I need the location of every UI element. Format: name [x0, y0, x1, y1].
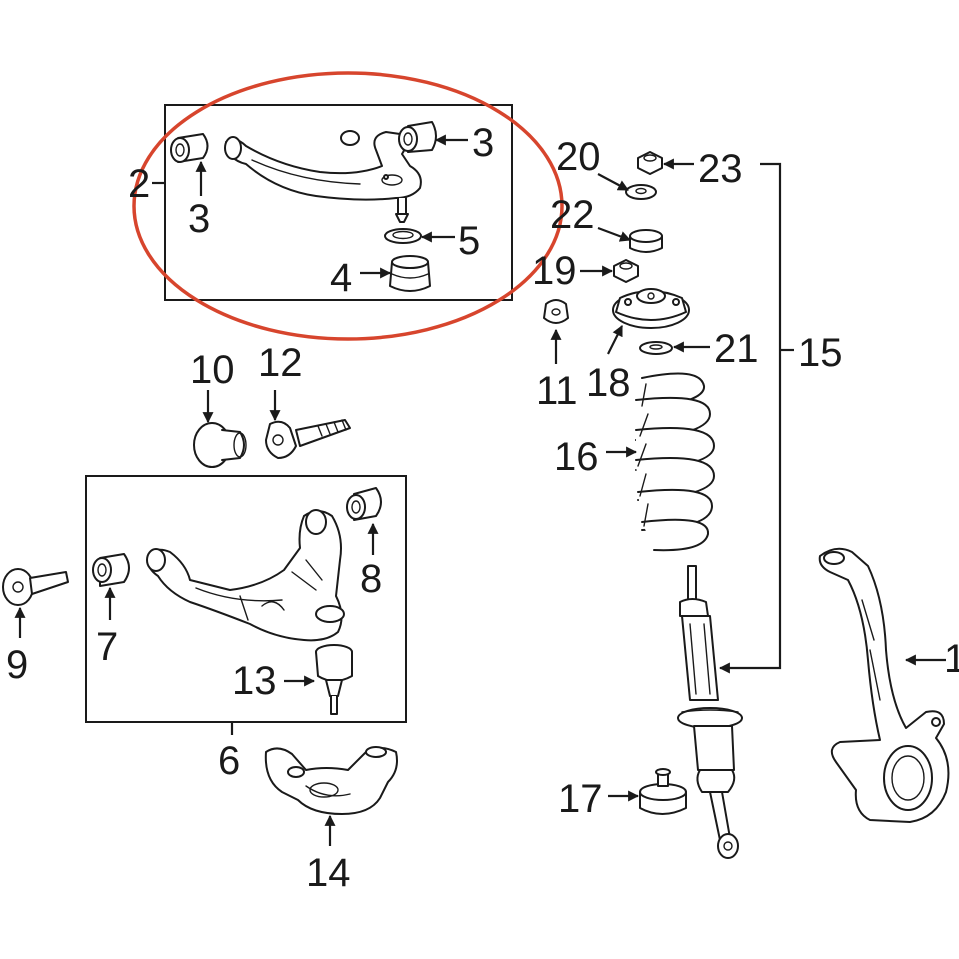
lower-arm-bushing-front[interactable]	[92, 553, 130, 587]
callout-18: 18	[586, 361, 631, 405]
callout-16: 16	[554, 435, 599, 479]
coil-spring[interactable]	[635, 372, 715, 552]
callout-8: 8	[360, 557, 382, 601]
upper-arm-bushing-left[interactable]	[170, 133, 209, 163]
cam-plate[interactable]	[193, 422, 247, 468]
callout-6: 6	[218, 739, 240, 783]
lower-arm-group-box	[85, 475, 407, 723]
lower-control-arm[interactable]	[146, 509, 345, 642]
lower-arm-bushing-rear[interactable]	[346, 487, 382, 521]
callout-13: 13	[232, 659, 277, 703]
strut-spacer-washer[interactable]	[639, 341, 673, 355]
callout-20: 20	[556, 135, 601, 179]
strut-upper-bushing[interactable]	[629, 229, 663, 253]
callout-3-left: 3	[188, 197, 210, 241]
callout-10: 10	[190, 348, 235, 392]
arrow-18	[607, 325, 623, 355]
lower-arm-bolt[interactable]	[2, 568, 69, 606]
callout-17: 17	[558, 777, 603, 821]
callout-14: 14	[306, 851, 351, 895]
callout-1: 1	[944, 637, 959, 681]
arrow-22	[597, 226, 632, 242]
upper-arm-group-box	[164, 104, 513, 301]
strut-assembly-bracket	[722, 162, 782, 670]
upper-control-arm[interactable]	[224, 130, 422, 223]
lower-ball-joint[interactable]	[315, 644, 353, 715]
callout-22: 22	[550, 193, 595, 237]
callout-12: 12	[258, 341, 303, 385]
highlight-circle	[132, 71, 564, 341]
crossmember-bracket[interactable]	[264, 746, 398, 815]
callout-23: 23	[698, 147, 743, 191]
callout-15: 15	[798, 331, 843, 375]
steering-knuckle[interactable]	[818, 547, 950, 823]
callout-11: 11	[536, 369, 578, 413]
strut-upper-mount[interactable]	[612, 288, 690, 329]
cam-bolt[interactable]	[265, 419, 351, 459]
strut-mount-nut[interactable]	[613, 259, 639, 283]
upper-arm-washer[interactable]	[384, 228, 422, 244]
shock-absorber[interactable]	[677, 565, 743, 859]
callout-3-right: 3	[472, 121, 494, 165]
strut-bump-stop[interactable]	[543, 299, 569, 324]
strut-top-nut[interactable]	[637, 151, 663, 175]
strut-top-washer[interactable]	[625, 184, 657, 200]
callout-9: 9	[6, 643, 28, 687]
arrow-20	[597, 173, 629, 191]
upper-arm-bushing-right[interactable]	[398, 121, 437, 153]
upper-ball-joint-boot[interactable]	[389, 255, 431, 292]
callout-4: 4	[330, 256, 352, 300]
callout-2: 2	[128, 162, 150, 206]
callout-5: 5	[458, 219, 480, 263]
callout-21: 21	[714, 327, 759, 371]
callout-19: 19	[532, 249, 577, 293]
lower-bump-stop[interactable]	[639, 768, 687, 815]
callout-7: 7	[96, 625, 118, 669]
